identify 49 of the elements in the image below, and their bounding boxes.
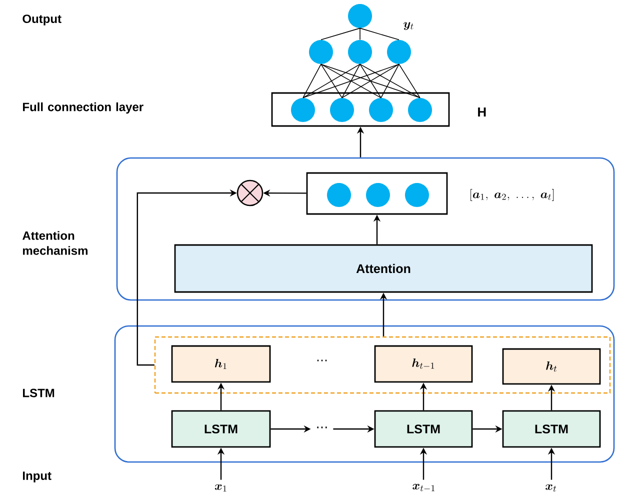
lstm-box: LSTM: [502, 410, 601, 448]
neuron-circle: [408, 98, 432, 122]
node-label: H: [478, 108, 486, 116]
connection-line: [302, 64, 360, 98]
section-label: LSTM: [23, 388, 54, 398]
section-label: Input: [23, 472, 52, 482]
section-label: Full connection layer: [23, 102, 144, 114]
input-label: $\bm{x}_t$: [546, 484, 556, 492]
connection-line: [320, 28, 360, 40]
connection-line: [320, 64, 342, 98]
connection-line: [320, 64, 420, 98]
neuron-circle: [291, 98, 315, 122]
connection-line: [360, 28, 400, 40]
hidden-state-box: $\bm{h}_{t-1}$: [374, 345, 473, 383]
dashed-group-box: [154, 336, 611, 394]
connection-line: [302, 64, 322, 98]
ellipsis: ⋯: [317, 426, 327, 428]
module-panel: [114, 325, 615, 463]
lstm-box: LSTM: [171, 410, 271, 448]
input-label: $\bm{x}_{t-1}$: [412, 484, 435, 492]
connection-line: [342, 64, 360, 98]
connection-line: [320, 64, 382, 98]
connection-line: [398, 64, 420, 98]
module-panel: [116, 157, 615, 301]
attention-weights-label: $[\bm{a}_1,\ \bm{a}_2,\ \ldots,\ \bm{a}_t]$: [470, 189, 554, 201]
output-symbol: $\bm{y}_t$: [404, 22, 414, 30]
input-label: $\bm{x}_1$: [214, 484, 226, 492]
section-label: Output: [22, 14, 62, 26]
connection-line: [342, 64, 400, 98]
neuron-circle: [327, 183, 351, 207]
hidden-state-box: $\bm{h}_t$: [502, 348, 601, 385]
section-label: Attention mechanism: [22, 231, 88, 255]
neuron-circle: [405, 183, 429, 207]
neuron-circle: [387, 40, 411, 64]
connection-line: [360, 64, 420, 98]
ellipsis: ⋯: [317, 360, 327, 362]
neuron-circle: [369, 98, 393, 122]
neuron-circle: [366, 183, 390, 207]
connection-line: [302, 64, 400, 98]
neuron-circle: [309, 40, 333, 64]
connection-line: [360, 64, 382, 98]
attention-box: Attention: [174, 244, 593, 293]
neuron-circle: [348, 4, 372, 28]
neuron-circle: [330, 98, 354, 122]
multiply-symbol: [236, 180, 264, 206]
lstm-box: LSTM: [374, 410, 473, 448]
connection-line: [380, 64, 400, 98]
hidden-state-box: $\bm{h}_1$: [171, 345, 271, 383]
neuron-circle: [348, 40, 372, 64]
